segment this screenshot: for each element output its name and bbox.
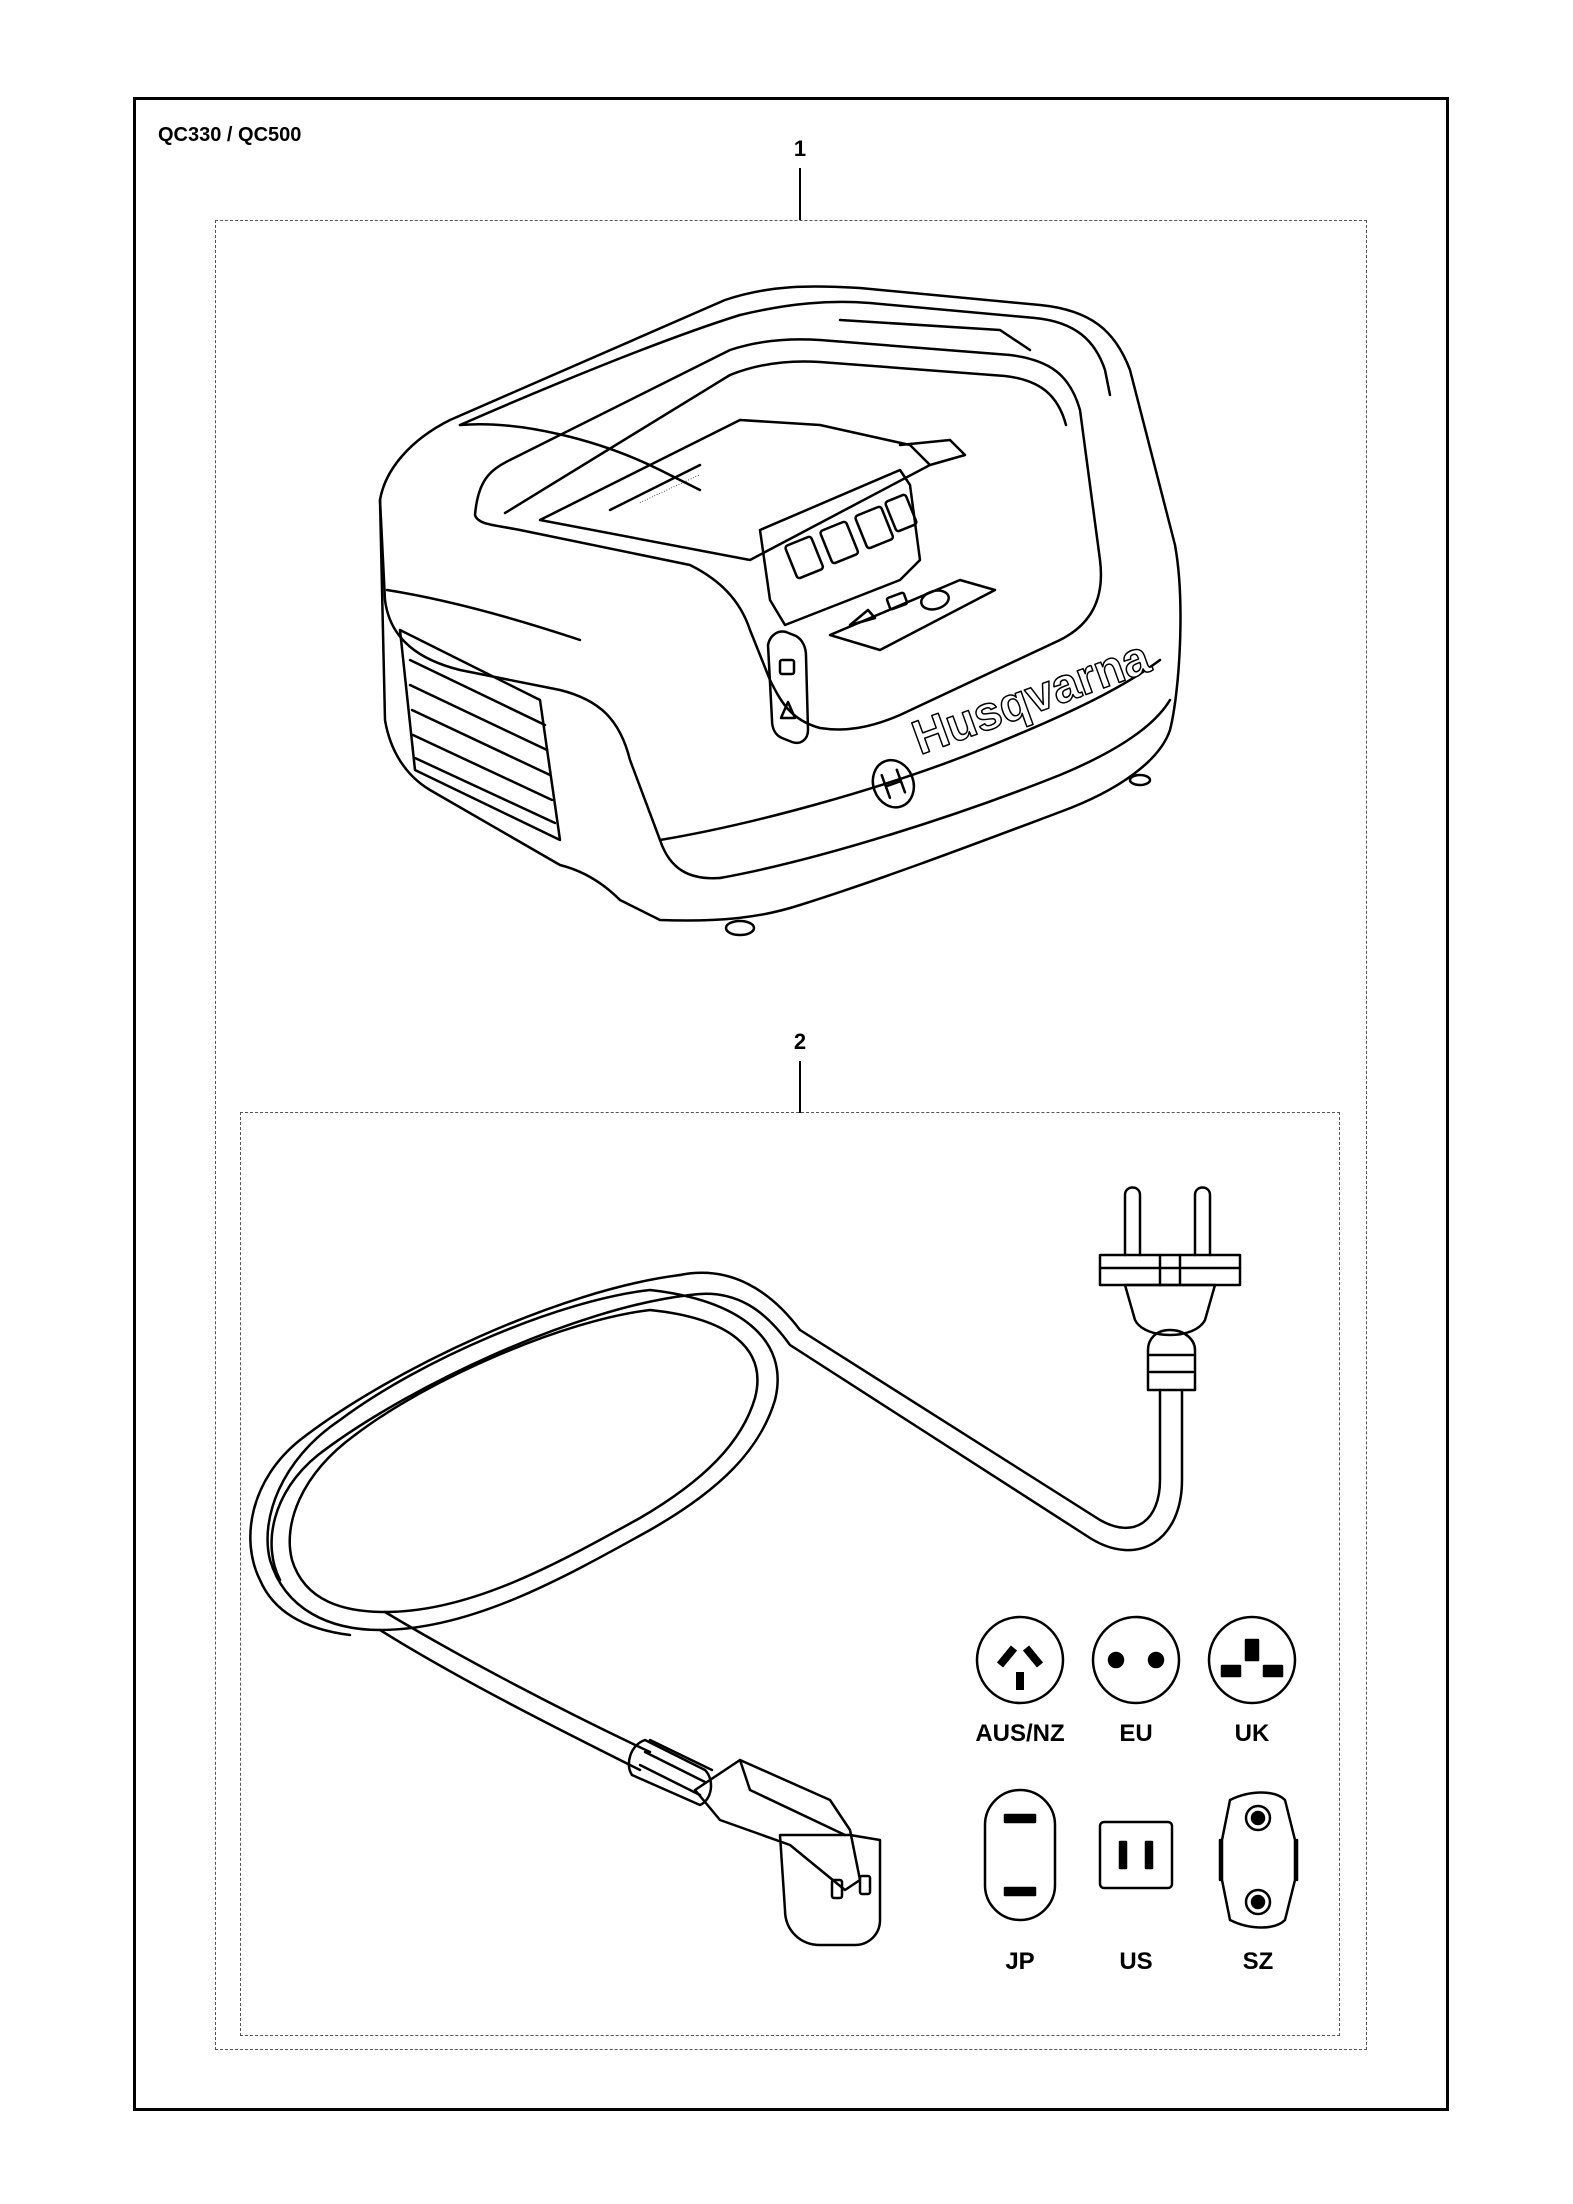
callout-2-leader <box>799 1061 801 1113</box>
plug-label-sz: SZ <box>1242 1948 1274 1975</box>
model-title: QC330 / QC500 <box>158 124 302 146</box>
power-cord-illustration <box>250 1188 1240 1946</box>
plug-label-jp: JP <box>1005 1948 1035 1975</box>
plug-icon-eu <box>1093 1617 1179 1703</box>
plug-label-us: US <box>1119 1948 1153 1975</box>
charger-illustration: ························· <box>380 286 1180 935</box>
part-2-box <box>240 1112 1340 2036</box>
plug-label-uk: UK <box>1234 1720 1270 1747</box>
plug-icon-jp <box>985 1790 1055 1920</box>
part-1-box <box>215 220 1367 2050</box>
plug-icon-aus-nz <box>977 1617 1063 1703</box>
plug-icon-uk <box>1209 1617 1295 1703</box>
drawing-frame <box>133 97 1449 2111</box>
plug-icon-sz <box>1220 1793 1297 1928</box>
callout-1: 1 <box>793 136 807 161</box>
callout-2: 2 <box>793 1029 807 1054</box>
callout-1-leader <box>799 168 801 220</box>
plug-label-eu: EU <box>1119 1720 1153 1747</box>
plug-label-aus-nz: AUS/NZ <box>975 1720 1065 1747</box>
plug-icon-us <box>1100 1822 1172 1888</box>
